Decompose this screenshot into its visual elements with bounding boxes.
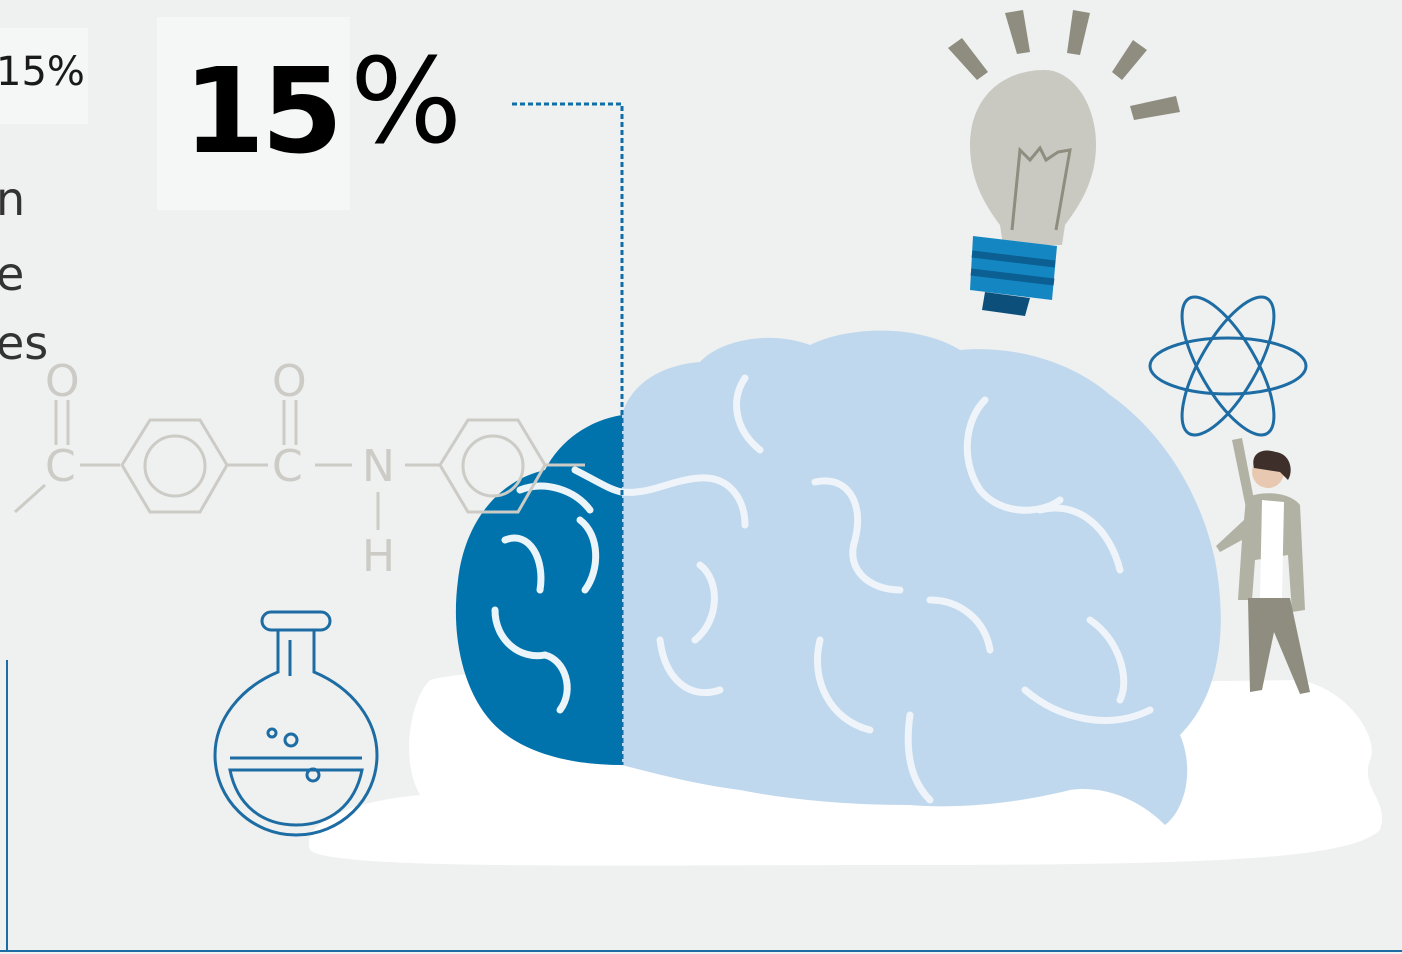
atom-icon [1148,295,1308,437]
stat-unit: % [350,32,463,170]
chemical-structure-icon [13,400,585,530]
atom-label-carbon-left: C [45,441,76,492]
text-fragment-3: es [0,316,49,370]
leader-line [512,102,624,765]
atom-label-oxygen-left: O [45,356,80,407]
atom-label-nitrogen: N [362,441,395,492]
scientist-figure [1216,438,1310,694]
lightbulb-icon [948,10,1180,316]
small-stat-label: 15% [0,49,85,95]
round-flask-icon [213,610,379,837]
brain-light-half [622,330,1221,825]
stat-value: 15 [183,42,343,180]
text-fragment-2: e [0,247,25,301]
atom-label-carbon-right: C [272,441,303,492]
small-stat-box [0,28,88,124]
atom-label-oxygen-right: O [272,356,307,407]
stat-box [157,17,350,210]
text-fragment-1: n [0,172,26,226]
atom-label-hydrogen: H [362,531,396,582]
